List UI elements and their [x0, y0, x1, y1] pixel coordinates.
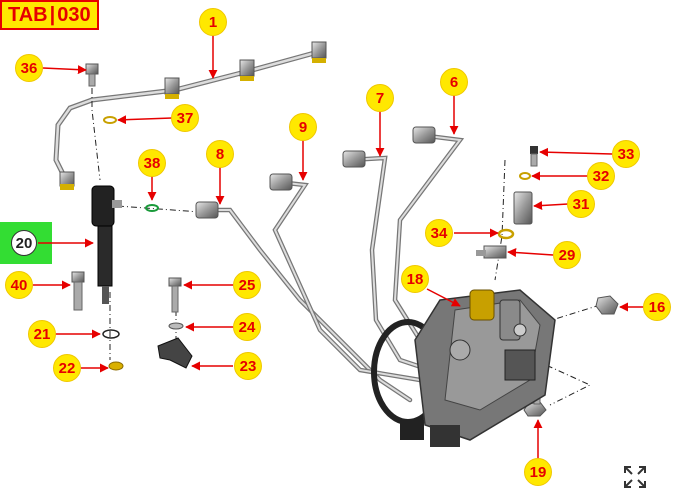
callout-18: 18 — [401, 265, 429, 293]
callout-22: 22 — [53, 354, 81, 382]
callout-25: 25 — [233, 271, 261, 299]
callout-21: 21 — [28, 320, 56, 348]
oring-21 — [102, 329, 120, 339]
callout-7: 7 — [366, 84, 394, 112]
bolt-36 — [85, 63, 99, 87]
fuel-rail-pipe — [53, 49, 321, 183]
callout-34: 34 — [425, 219, 453, 247]
washer-24 — [168, 322, 184, 330]
seal-34 — [497, 228, 515, 240]
rail-fittings — [59, 41, 327, 190]
callout-24: 24 — [233, 313, 261, 341]
bolt-16 — [595, 295, 619, 315]
tab-number: 030 — [57, 4, 91, 26]
callout-29: 29 — [553, 241, 581, 269]
injector-20 — [91, 185, 122, 304]
high-pressure-pump-18 — [371, 289, 556, 447]
tab-prefix: TAB — [8, 4, 48, 26]
callout-37: 37 — [171, 104, 199, 132]
clamp-23 — [157, 337, 193, 369]
callout-6: 6 — [440, 68, 468, 96]
nozzle-40 — [71, 271, 85, 311]
callout-1: 1 — [199, 8, 227, 36]
callout-16: 16 — [643, 293, 671, 321]
sensor-29 — [476, 245, 507, 259]
pipe-nuts — [195, 126, 436, 219]
callout-20: 20 — [11, 230, 37, 256]
callout-38: 38 — [138, 149, 166, 177]
callout-40: 40 — [5, 271, 33, 299]
callout-8: 8 — [206, 140, 234, 168]
tab-label: TAB | 030 — [0, 0, 99, 30]
bolt-33 — [530, 146, 538, 167]
washer-37 — [103, 116, 117, 124]
callout-9: 9 — [289, 113, 317, 141]
injection-pipes — [202, 132, 465, 403]
callout-23: 23 — [234, 352, 262, 380]
leader-arrows — [33, 36, 643, 458]
connector-31 — [513, 191, 533, 225]
washer-32 — [519, 172, 531, 180]
oring-38 — [145, 204, 159, 212]
callout-31: 31 — [567, 190, 595, 218]
tab-separator: | — [49, 4, 56, 26]
callout-32: 32 — [587, 162, 615, 190]
expand-icon[interactable] — [622, 464, 648, 490]
callout-19: 19 — [524, 458, 552, 486]
callout-33: 33 — [612, 140, 640, 168]
callout-36: 36 — [15, 54, 43, 82]
bolt-25 — [168, 277, 182, 313]
washer-22 — [108, 361, 124, 371]
